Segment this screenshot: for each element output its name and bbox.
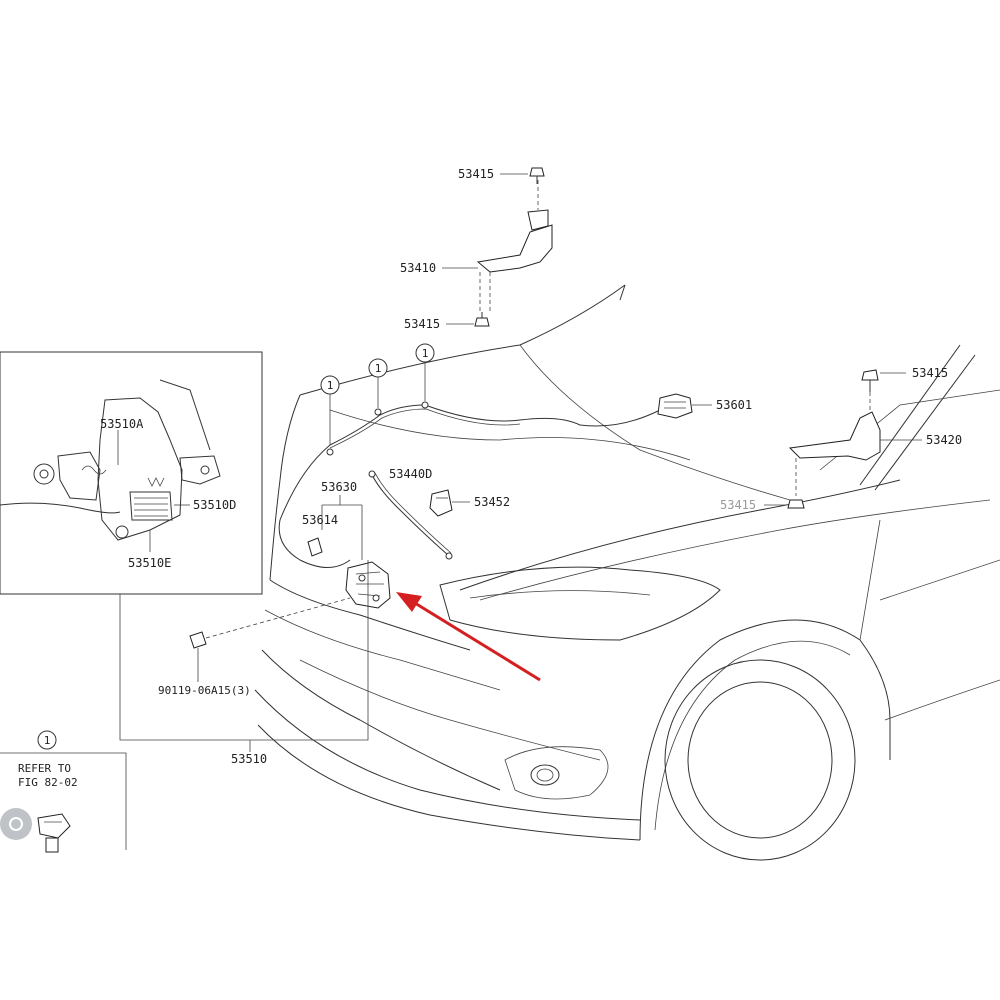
svg-text:1: 1 — [44, 734, 51, 747]
bolt-90119 — [189, 597, 351, 649]
connector-53601 — [657, 393, 693, 419]
car-body-outline — [254, 284, 1000, 861]
part-53614 — [307, 537, 323, 557]
part-53452 — [429, 489, 453, 517]
part-label-53452: 53452 — [474, 495, 510, 509]
svg-text:FIG 82-02: FIG 82-02 — [18, 776, 78, 789]
part-label-90119: 90119-06A15(3) — [158, 684, 251, 697]
part-label-53440D: 53440D — [389, 467, 432, 481]
svg-text:1: 1 — [327, 379, 334, 392]
part-label-53601: 53601 — [716, 398, 752, 412]
ref-marker-b: 1 — [368, 358, 388, 408]
hood-support-rod — [368, 470, 453, 560]
part-label-53510D: 53510D — [193, 498, 236, 512]
part-label-53415-top: 53415 — [458, 167, 494, 181]
detail-lock-drawing — [0, 379, 221, 541]
svg-text:1: 1 — [375, 362, 382, 375]
image-search-icon[interactable] — [0, 808, 32, 840]
ref-marker-a: 1 — [320, 375, 340, 445]
hood-hinge-left — [474, 167, 553, 327]
part-label-53630: 53630 — [321, 480, 357, 494]
part-label-53420: 53420 — [926, 433, 962, 447]
refer-note-box: 1 REFER TO FIG 82-02 — [0, 730, 127, 853]
assembly-bracket-53510 — [119, 560, 369, 741]
part-label-53614: 53614 — [302, 513, 338, 527]
hood-hinge-right — [787, 369, 881, 509]
part-label-53415-right: 53415 — [912, 366, 948, 380]
svg-text:1: 1 — [422, 347, 429, 360]
svg-text:REFER TO: REFER TO — [18, 762, 71, 775]
part-label-53510: 53510 — [231, 752, 267, 766]
part-label-53510A: 53510A — [100, 417, 144, 431]
part-label-53510E: 53510E — [128, 556, 171, 570]
highlight-arrow — [396, 592, 541, 682]
part-label-53415-far: 53415 — [720, 498, 756, 512]
ref-marker-c: 1 — [415, 343, 435, 401]
release-cable — [278, 401, 661, 568]
detail-box — [0, 351, 263, 595]
part-label-53415-mid: 53415 — [404, 317, 440, 331]
part-label-53410: 53410 — [400, 261, 436, 275]
